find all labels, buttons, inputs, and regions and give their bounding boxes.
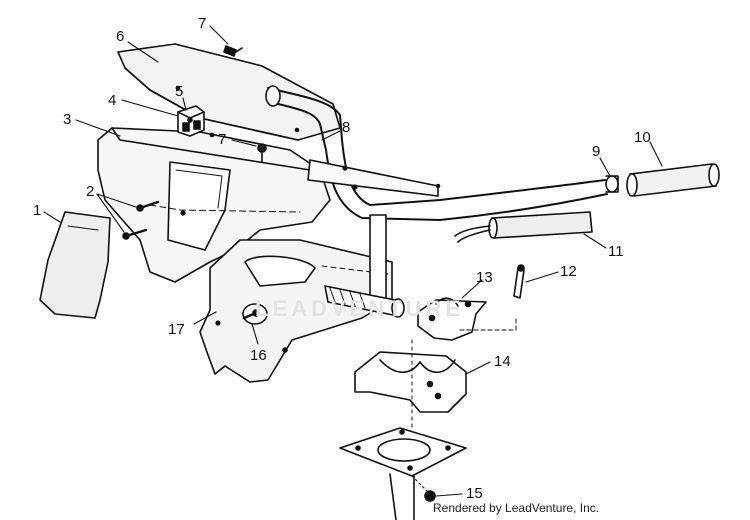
handlebar-tube — [265, 85, 608, 221]
callout-10: 10 — [634, 129, 651, 146]
upper-cover-panel — [117, 43, 341, 141]
callout-7-top: 7 — [198, 15, 206, 32]
callout-5: 5 — [175, 83, 183, 100]
callout-labels: 6 5 4 3 7 7 8 2 1 9 10 11 12 13 14 15 16… — [33, 15, 651, 502]
callout-13: 13 — [476, 269, 493, 286]
callout-7-middle: 7 — [218, 131, 226, 148]
callout-14: 14 — [494, 353, 511, 370]
mounting-plate — [339, 339, 467, 477]
render-credit: Rendered by LeadVenture, Inc. — [433, 501, 600, 515]
screw-pair — [122, 200, 160, 240]
callout-3: 3 — [63, 111, 71, 128]
upper-clamp — [417, 297, 517, 341]
steering-column — [389, 473, 415, 520]
leader-lines — [43, 25, 663, 497]
handlebar-fairing — [97, 127, 331, 283]
callout-17: 17 — [168, 321, 185, 338]
screw-top — [223, 45, 243, 57]
callout-9: 9 — [592, 143, 600, 160]
nut — [411, 475, 436, 502]
clamp-bolt — [513, 264, 525, 299]
callout-2: 2 — [86, 183, 94, 200]
bolt-16 — [242, 309, 260, 320]
callout-1: 1 — [33, 202, 41, 219]
callout-12: 12 — [560, 263, 577, 280]
lens-cover — [39, 211, 111, 319]
callout-11: 11 — [608, 243, 624, 260]
callout-6: 6 — [116, 28, 124, 45]
steering-shaft — [324, 214, 405, 318]
lower-clamp — [354, 351, 467, 413]
callout-15: 15 — [466, 485, 483, 502]
callout-4: 4 — [108, 92, 116, 109]
callout-16: 16 — [250, 347, 267, 364]
right-grip — [626, 163, 720, 197]
screw-middle — [257, 143, 267, 163]
end-plug — [605, 175, 619, 193]
callout-8: 8 — [342, 119, 350, 136]
switch-assembly — [177, 105, 205, 137]
left-grip-with-wire — [454, 211, 593, 243]
watermark: LEADVENTURE — [255, 296, 465, 321]
